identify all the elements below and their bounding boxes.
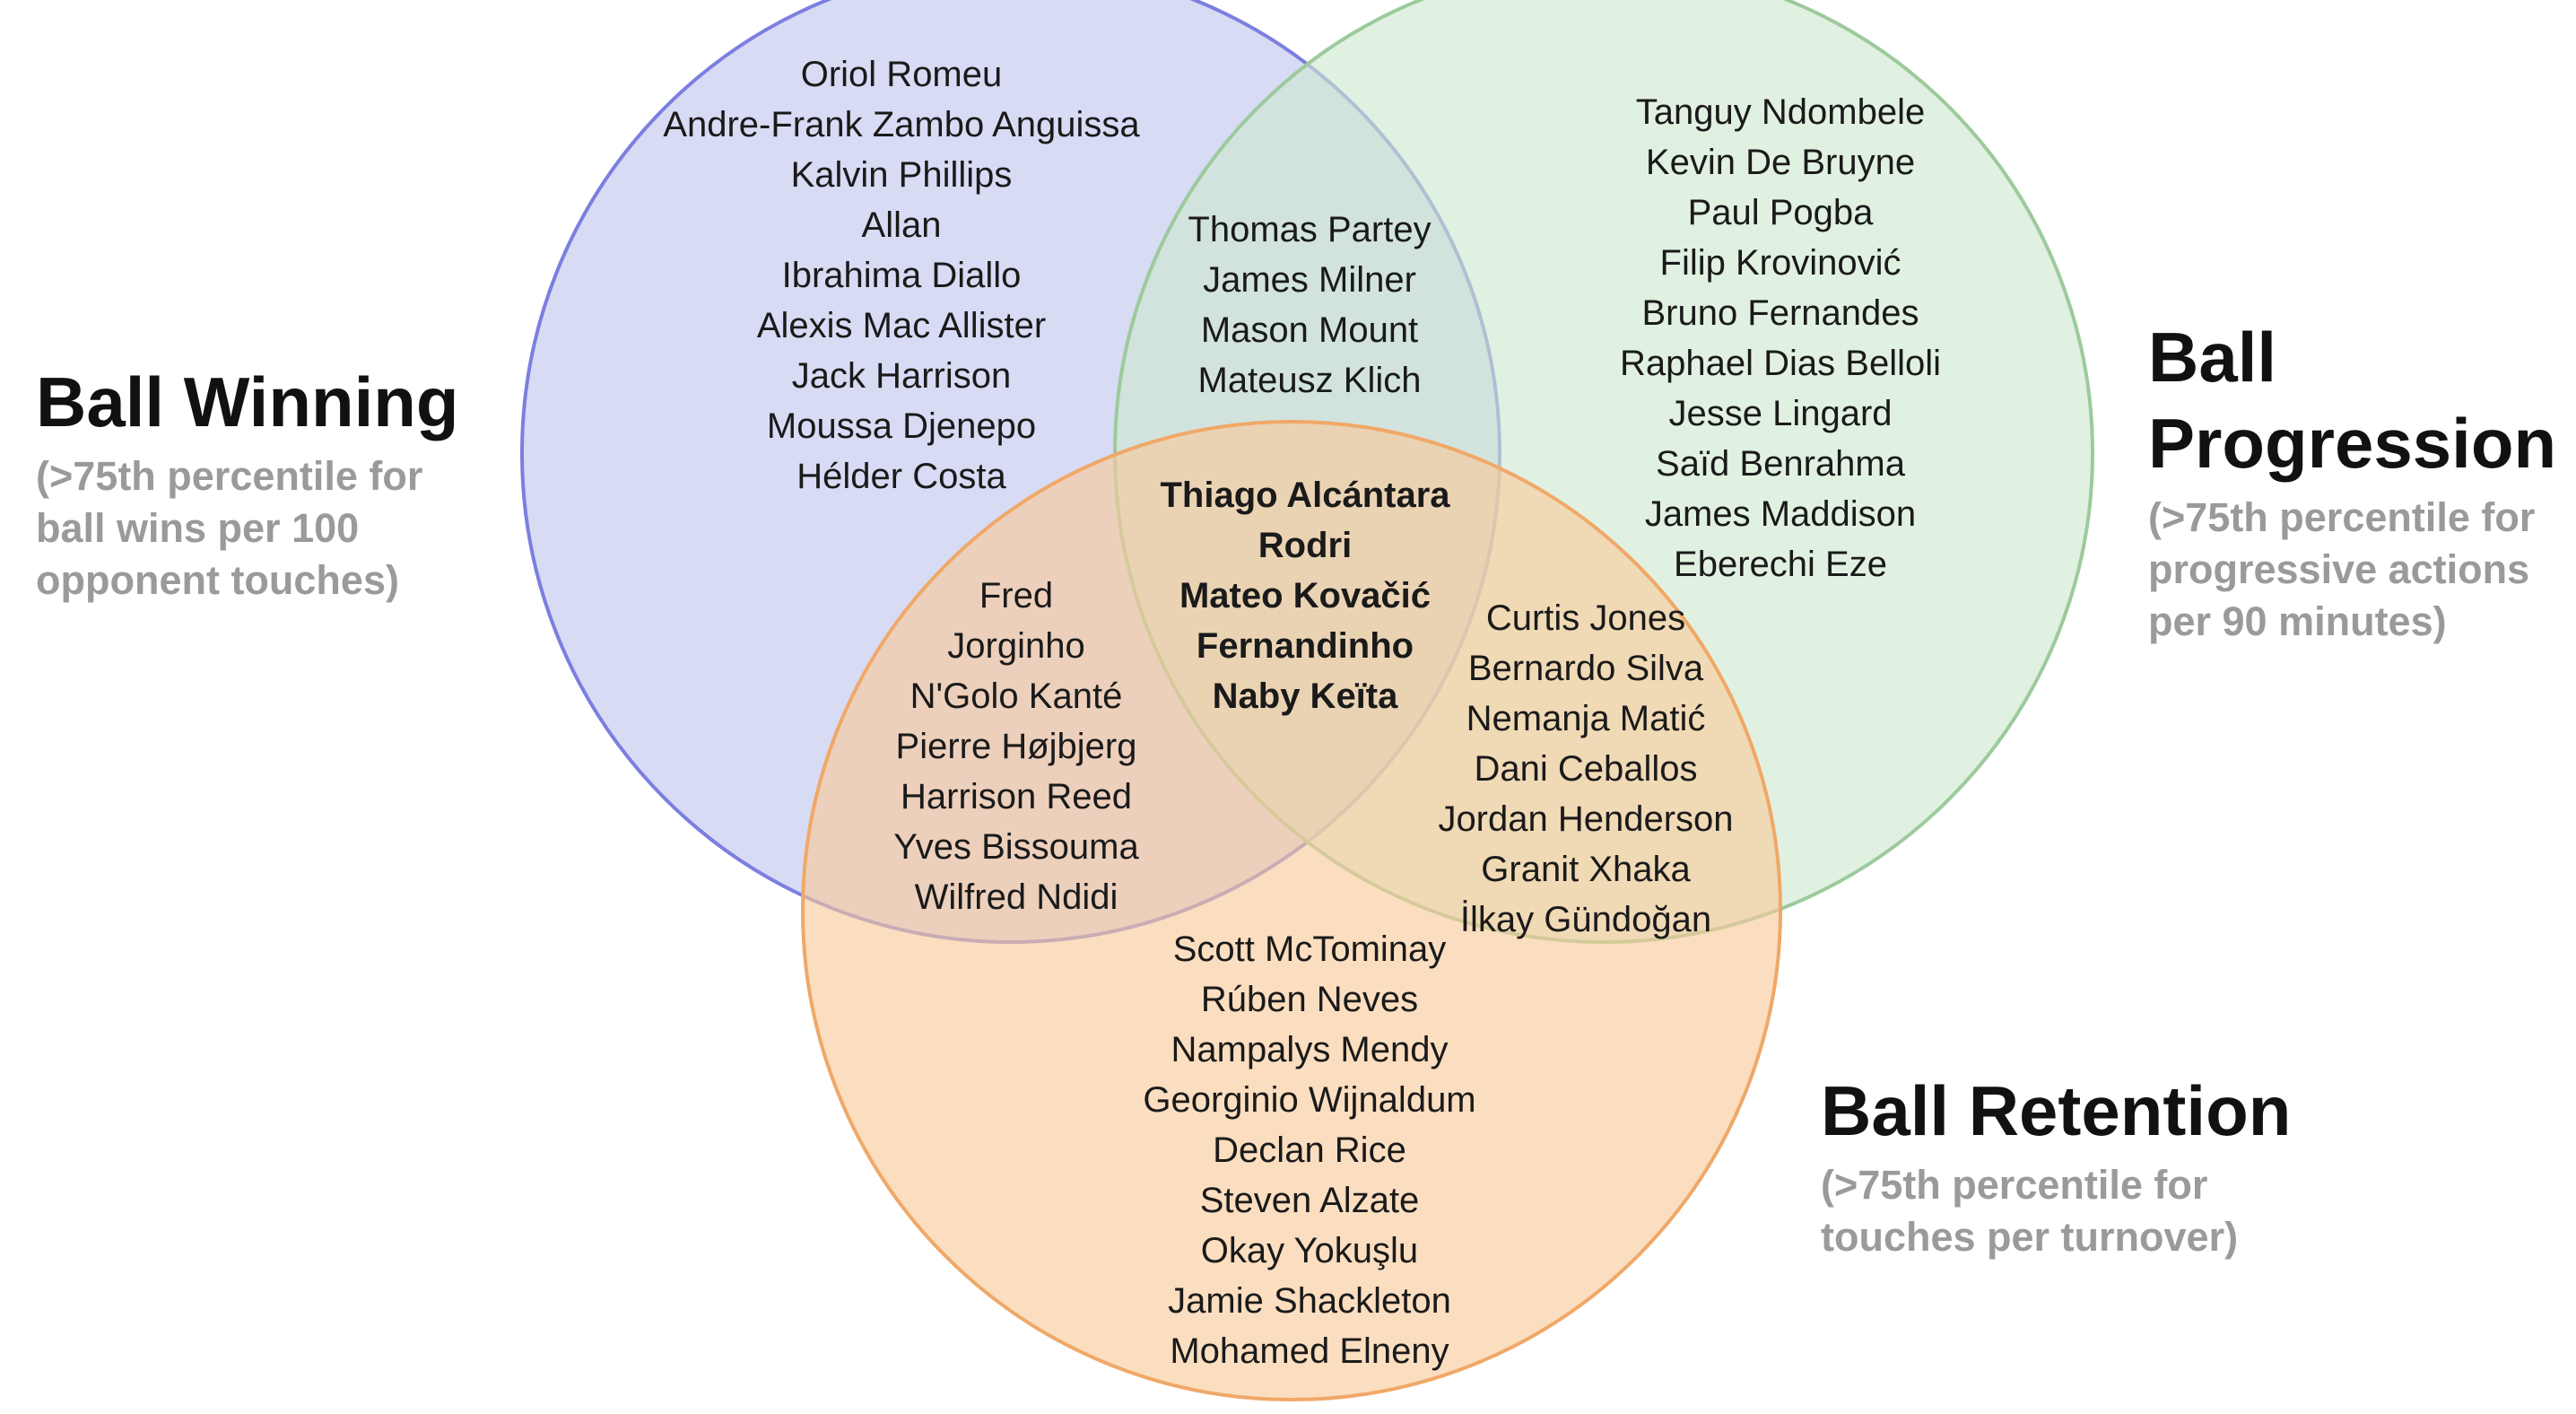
player-name: Thomas Partey: [1188, 210, 1432, 249]
player-name: Ibrahima Diallo: [781, 256, 1022, 295]
ball-progression-label: Ball Progression (>75th percentile for p…: [2148, 314, 2556, 648]
player-name: Eberechi Eze: [1674, 545, 1887, 584]
region-winning-retention: Fred Jorginho N'Golo Kanté Pierre Højbje…: [837, 571, 1196, 922]
player-name: Curtis Jones: [1485, 598, 1686, 638]
player-name: Paul Pogba: [1687, 193, 1874, 232]
ball-retention-subtitle: (>75th percentile for touches per turnov…: [1821, 1162, 2239, 1260]
player-name: Pierre Højbjerg: [895, 727, 1137, 766]
player-name: Georginio Wijnaldum: [1143, 1080, 1476, 1120]
player-name: Steven Alzate: [1199, 1181, 1420, 1220]
player-name: Nemanja Matić: [1466, 699, 1706, 738]
player-name: Okay Yokuşlu: [1200, 1231, 1419, 1270]
region-progression-retention: Curtis Jones Bernardo Silva Nemanja Mati…: [1406, 593, 1765, 945]
player-name: Nampalys Mendy: [1171, 1030, 1449, 1069]
ball-winning-title: Ball Winning: [36, 362, 459, 441]
ball-progression-subtitle: (>75th percentile for progressive action…: [2148, 494, 2536, 644]
player-name: Naby Keïta: [1212, 676, 1398, 716]
player-name: Wilfred Ndidi: [914, 877, 1118, 917]
region-retention-only: Scott McTominay Rúben Neves Nampalys Men…: [1112, 924, 1507, 1376]
ball-retention-circle: [801, 420, 1782, 1401]
player-name: Oriol Romeu: [800, 55, 1003, 94]
player-name: Jamie Shackleton: [1168, 1281, 1451, 1321]
player-name: Declan Rice: [1213, 1130, 1406, 1170]
player-name: James Maddison: [1644, 494, 1917, 534]
player-name: Bernardo Silva: [1467, 649, 1704, 688]
player-name: Hélder Costa: [796, 457, 1006, 496]
player-name: Fred: [979, 576, 1054, 615]
player-name: İlkay Gündoğan: [1459, 900, 1712, 939]
player-name: Allan: [861, 205, 942, 245]
ball-winning-label: Ball Winning (>75th percentile for ball …: [36, 359, 459, 607]
player-name: Andre-Frank Zambo Anguissa: [663, 105, 1140, 144]
player-name: Filip Krovinović: [1659, 243, 1902, 283]
player-name: Kalvin Phillips: [790, 155, 1013, 195]
player-name: Jesse Lingard: [1668, 394, 1893, 433]
player-name: Harrison Reed: [901, 777, 1132, 816]
player-name: Yves Bissouma: [893, 827, 1139, 867]
player-name: Raphael Dias Belloli: [1620, 344, 1941, 383]
player-name: N'Golo Kanté: [909, 676, 1123, 716]
player-name: Bruno Fernandes: [1641, 293, 1919, 333]
ball-retention-label: Ball Retention (>75th percentile for tou…: [1821, 1068, 2291, 1263]
player-name: Moussa Djenepo: [766, 406, 1037, 446]
player-name: Tanguy Ndombele: [1635, 92, 1926, 132]
player-name: Alexis Mac Allister: [756, 306, 1047, 345]
player-name: Jordan Henderson: [1438, 799, 1734, 839]
region-winning-only: Oriol Romeu Andre-Frank Zambo Anguissa K…: [632, 49, 1171, 502]
region-winning-progression: Thomas Partey James Milner Mason Mount M…: [1130, 205, 1489, 406]
player-name: Rodri: [1258, 526, 1353, 565]
player-name: James Milner: [1203, 260, 1416, 300]
player-name: Saïd Benrahma: [1656, 444, 1905, 484]
ball-progression-title: Ball Progression: [2148, 318, 2557, 483]
player-name: Jack Harrison: [791, 356, 1012, 396]
region-all-three: Thiago Alcántara Rodri Mateo Kovačić Fer…: [1108, 470, 1502, 721]
player-name: Granit Xhaka: [1481, 850, 1691, 889]
player-name: Kevin De Bruyne: [1645, 143, 1916, 182]
ball-winning-subtitle: (>75th percentile for ball wins per 100 …: [36, 453, 423, 603]
player-name: Mason Mount: [1200, 310, 1419, 350]
player-name: Mateo Kovačić: [1179, 576, 1432, 615]
player-name: Dani Ceballos: [1474, 749, 1698, 789]
player-name: Thiago Alcántara: [1160, 476, 1450, 515]
region-progression-only: Tanguy Ndombele Kevin De Bruyne Paul Pog…: [1556, 87, 2005, 589]
player-name: Scott McTominay: [1172, 930, 1447, 969]
player-name: Jorginho: [947, 626, 1085, 666]
player-name: Mateusz Klich: [1197, 361, 1422, 400]
ball-retention-title: Ball Retention: [1821, 1071, 2292, 1150]
player-name: Mohamed Elneny: [1170, 1331, 1449, 1371]
player-name: Rúben Neves: [1200, 980, 1419, 1019]
player-name: Fernandinho: [1196, 626, 1414, 666]
